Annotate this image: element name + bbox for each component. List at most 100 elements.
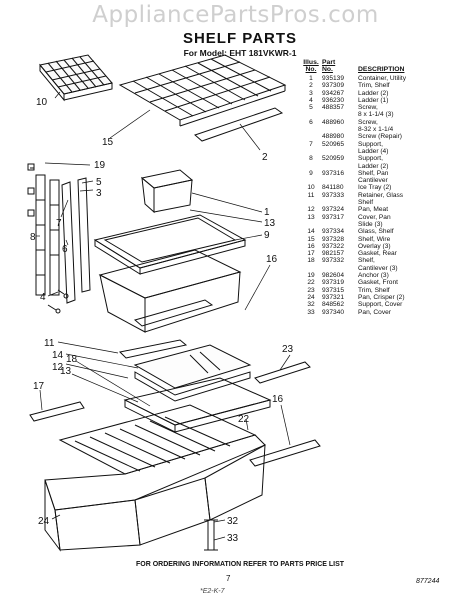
illus-number: 15 (307, 235, 315, 243)
handwritten-note: *E2-K-7 (200, 588, 225, 595)
illus-number: 1 (309, 75, 313, 82)
illus-number: 22 (307, 279, 315, 287)
callout-6: 6 (62, 244, 68, 255)
part-description: Overlay (3) (358, 242, 391, 250)
table-row: 2 937309 Trim, Shelf (300, 82, 468, 89)
shelf-trim-lower-drawing (254, 361, 311, 384)
illus-number: 2 (309, 82, 313, 90)
wire-shelf-drawing (118, 54, 287, 127)
illus-number: 3 (309, 89, 313, 97)
part-description: Gasket, Front (358, 279, 398, 287)
illus-number: 12 (307, 206, 315, 214)
illus-number: 5 (309, 104, 313, 112)
part-number: 937319 (322, 279, 345, 287)
leader-lines (36, 91, 291, 541)
parts-table-header: Illus. No. Part No. DESCRIPTION (300, 59, 468, 73)
table-row: 6 488960 Screw, (300, 119, 468, 126)
cover-support-drawing (204, 519, 218, 551)
table-row: Slide (3) (300, 221, 468, 228)
part-number: 937315 (322, 286, 345, 294)
illus-number: 8 (309, 155, 313, 163)
callout-18: 18 (66, 354, 78, 365)
table-row: Cantilever (3) (300, 265, 468, 272)
illus-number: 33 (307, 308, 315, 316)
part-number: 937322 (322, 242, 345, 250)
part-description: Trim, Shelf (358, 82, 390, 90)
part-number: 937333 (322, 191, 345, 199)
part-description: Shelf, Pan (358, 169, 389, 177)
part-description: Screw, (358, 104, 378, 112)
ladder-drawing (27, 163, 91, 304)
header-part-line2: No. (322, 66, 333, 73)
table-row: 22 937319 Gasket, Front (300, 279, 468, 286)
part-number: 937328 (322, 235, 345, 243)
part-description: Ladder (4) (358, 147, 389, 155)
part-description: Shelf, Wire (358, 235, 391, 243)
part-description: Retainer, Glass (358, 191, 404, 199)
callout-22: 22 (238, 414, 250, 425)
table-row: 11 937333 Retainer, Glass (300, 192, 468, 199)
part-description: Screw (Repair) (358, 133, 402, 141)
part-description: Cantilever (3) (358, 264, 398, 272)
illus-number: 7 (309, 140, 313, 148)
part-description: Slide (3) (358, 220, 383, 228)
part-description: 8-32 x 1-1/4 (358, 126, 394, 134)
part-number: 937317 (322, 213, 345, 221)
part-description: Support, (358, 140, 383, 148)
table-row: 8 520959 Support, (300, 155, 468, 162)
part-description: Support, Cover (358, 301, 403, 309)
crisper-pan-drawing (44, 404, 266, 552)
model-subtitle: For Model: EHT 181VKWR-1 (183, 48, 297, 58)
part-description: Glass, Shelf (358, 228, 394, 236)
illus-number: 11 (307, 191, 315, 199)
part-description: Cantilever (358, 177, 388, 185)
ice-tray-drawing (39, 54, 113, 102)
overlay-drawing (133, 299, 214, 327)
illus-number: 10 (307, 184, 315, 192)
cantilever-shelf-drawing (93, 214, 247, 275)
callout-12: 12 (52, 362, 64, 373)
callout-17: 17 (33, 381, 45, 392)
part-number: 937309 (322, 82, 345, 90)
part-description: Pan, Meat (358, 206, 389, 214)
header-illus-line2: No. (305, 66, 317, 73)
illus-number: 6 (309, 118, 313, 126)
illus-number: 16 (307, 242, 315, 250)
part-number: 488357 (322, 104, 345, 112)
part-number: 520959 (322, 155, 345, 163)
part-description: Support, (358, 155, 383, 163)
part-description: Screw, (358, 118, 378, 126)
illus-number: 32 (307, 301, 315, 309)
table-row: Ladder (2) (300, 163, 468, 170)
ordering-info-note: FOR ORDERING INFORMATION REFER TO PARTS … (135, 561, 345, 568)
table-row: Shelf (300, 199, 468, 206)
callout-9: 9 (264, 230, 270, 241)
illus-number: 18 (307, 257, 315, 265)
callout-10: 10 (36, 97, 48, 108)
callout-5: 5 (96, 177, 102, 188)
illus-number: 4 (309, 96, 313, 104)
header-part-no: Part No. (322, 59, 358, 73)
part-number: 488960 (322, 118, 345, 126)
header-description: DESCRIPTION (358, 66, 405, 73)
part-description: Ladder (1) (358, 96, 389, 104)
part-description: Container, Utility (358, 75, 407, 82)
page-title: SHELF PARTS (182, 30, 298, 47)
callout-2: 2 (262, 152, 268, 163)
callout-13-lower: 13 (60, 366, 72, 377)
illus-number: 9 (309, 169, 313, 177)
table-row: 8-32 x 1-1/4 (300, 126, 468, 133)
callout-32: 32 (227, 516, 239, 527)
